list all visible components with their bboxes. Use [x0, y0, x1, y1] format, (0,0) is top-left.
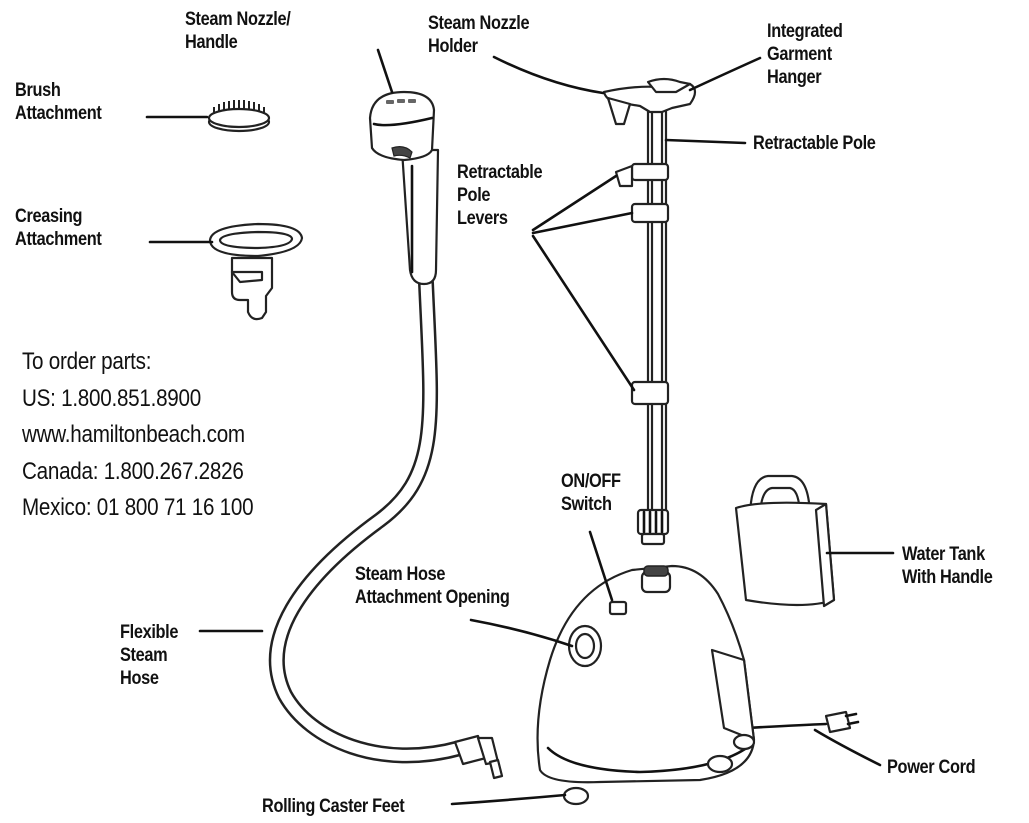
label-flexible-steam-hose: Flexible Steam Hose [120, 622, 179, 689]
label-retractable-pole: Retractable Pole [753, 133, 876, 154]
order-website: www.hamiltonbeach.com [22, 421, 245, 448]
label-steam-hose-attachment-opening: Steam Hose Attachment Opening [355, 564, 510, 608]
retractable-pole-drawing [602, 77, 697, 546]
label-rolling-caster-feet: Rolling Caster Feet [262, 796, 405, 817]
water-tank-drawing [734, 474, 836, 608]
label-retractable-pole-levers: Retractable Pole Levers [457, 162, 543, 229]
label-water-tank-with-handle: Water Tank With Handle [902, 544, 993, 588]
label-integrated-garment-hanger: Integrated Garment Hanger [767, 21, 843, 88]
leader-lines [145, 48, 895, 806]
label-power-cord: Power Cord [887, 757, 976, 778]
steam-hose-drawing [268, 275, 504, 780]
label-steam-nozzle-holder: Steam Nozzle Holder [428, 13, 530, 57]
brush-attachment-drawing [207, 100, 271, 133]
order-us-phone: US: 1.800.851.8900 [22, 384, 201, 412]
order-heading: To order parts: [22, 348, 152, 375]
parts-order-info: To order parts: US: 1.800.851.8900 www.h… [22, 344, 254, 527]
steamer-base-drawing [536, 564, 860, 806]
label-brush-attachment: Brush Attachment [15, 80, 102, 124]
creasing-attachment-drawing [208, 222, 304, 321]
label-on-off-switch: ON/OFF Switch [561, 471, 621, 515]
label-creasing-attachment: Creasing Attachment [15, 206, 102, 250]
steam-nozzle-handle-drawing [368, 90, 440, 286]
order-mexico-phone: Mexico: 01 800 71 16 100 [22, 494, 254, 521]
label-steam-nozzle-handle: Steam Nozzle/ Handle [185, 9, 291, 53]
order-canada-phone: Canada: 1.800.267.2826 [22, 457, 244, 485]
